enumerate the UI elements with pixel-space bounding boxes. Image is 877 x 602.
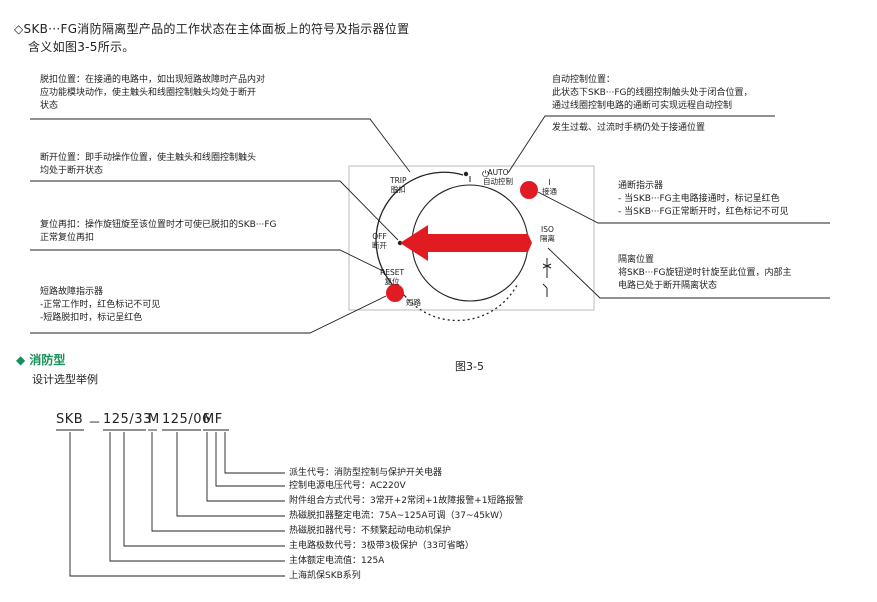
leader-short: [30, 295, 387, 334]
code-brackets: [69, 432, 285, 577]
model-code-part-release: M: [148, 412, 160, 427]
header-line-2: 含义如图3-5所示。: [28, 40, 135, 54]
label-off-en: OFF: [372, 232, 387, 241]
model-code-part-current: 125/06: [162, 412, 211, 427]
short-circuit-indicator: [386, 284, 404, 302]
header-line-1: ◇SKB···FG消防隔离型产品的工作状态在主体面板上的符号及指示器位置: [14, 22, 410, 36]
legend-item: 主体额定电流值：125A: [289, 556, 385, 566]
note-iso-line: 将SKB···FG旋钮逆时针旋至此位置，内部主: [618, 268, 792, 278]
figure-caption: 图3-5: [455, 360, 484, 373]
note-trip-line: 状态: [40, 101, 59, 111]
legend-item: 派生代号：消防型控制与保护开关电器: [289, 468, 443, 478]
note-auto: 自动控制位置： 此状态下SKB···FG的线圈控制触头处于闭合位置， 通过线圈控…: [552, 74, 753, 113]
leader-iso: [547, 247, 830, 299]
note-iso-line: 电路已处于断开隔离状态: [618, 281, 718, 291]
legend-item: 附件组合方式代号：3常开+2常闭+1故障报警+1短路报警: [289, 496, 524, 506]
label-reset: RESET 复位: [380, 268, 404, 286]
note-short-line: 短路故障指示器: [40, 287, 104, 297]
note-short-line: -正常工作时，红色标记不可见: [40, 300, 161, 310]
label-off: OFF 断开: [372, 232, 387, 250]
note-auto-line: 通过线圈控制电路的通断可实现远程自动控制: [552, 101, 733, 111]
note-trip: 脱扣位置：在接通的电路中，如出现短路故障时产品内对 应功能模块动作，使主触头和线…: [40, 74, 265, 113]
leader-auto: [507, 115, 775, 174]
leader-off: [30, 180, 399, 241]
dial-outer-arc: [375, 171, 464, 297]
note-off-line: 断开位置：即手动操作位置，使主触头和线圈控制触头: [40, 153, 257, 163]
leader-trip: [30, 118, 411, 173]
note-auto-line: 此状态下SKB···FG的线圈控制触头处于闭合位置，: [552, 88, 753, 98]
note-off: 断开位置：即手动操作位置，使主触头和线圈控制触头 均处于断开状态: [40, 152, 256, 178]
note-isolation: 隔离位置 将SKB···FG旋钮逆时针旋至此位置，内部主 电路已处于断开隔离状态: [618, 254, 792, 293]
note-iso-line: 隔离位置: [618, 255, 655, 265]
model-code-part-dash: －: [88, 416, 102, 431]
legend-item: 主电路极数代号：3极带3极保护（33可省略）: [289, 541, 474, 551]
note-overload: 发生过载、过流时手柄仍处于接通位置: [552, 123, 706, 133]
note-on-line: - 当SKB···FG正常断开时，红色标记不可见: [618, 207, 789, 217]
note-short-indicator: 短路故障指示器 -正常工作时，红色标记不可见 -短路脱扣时，标记呈红色: [40, 286, 160, 325]
label-reset-cn: 复位: [384, 277, 400, 286]
label-on-en: I: [548, 178, 551, 187]
note-on-line: - 当SKB···FG主电路接通时，标记呈红色: [618, 194, 780, 204]
leader-reset: [30, 249, 386, 273]
label-on-cn: 接通: [542, 187, 557, 196]
power-icon: ⏻: [482, 170, 490, 180]
label-off-cn: 断开: [372, 241, 387, 250]
trip-dot: [463, 171, 469, 177]
note-reset-line: 正常复位再扣: [40, 233, 95, 243]
note-on-indicator: 通断指示器 - 当SKB···FG主电路接通时，标记呈红色 - 当SKB···F…: [618, 180, 789, 219]
note-reset: 复位再扣：操作旋钮旋至该位置时才可使已脱扣的SKB···FG 正常复位再扣: [40, 219, 277, 245]
panel-frame: [348, 165, 595, 311]
legend-item: 控制电源电压代号：AC220V: [289, 481, 406, 491]
label-auto-en: AUTO: [487, 168, 509, 177]
note-reset-line: 复位再扣：操作旋钮旋至该位置时才可使已脱扣的SKB···FG: [40, 220, 277, 230]
label-auto-cn: 自动控制: [483, 177, 513, 186]
model-code-part-derivative: MF: [203, 412, 223, 427]
legend-item: 热磁脱扣器整定电流：75A~125A可调（37~45kW）: [289, 511, 509, 521]
legend-item: 上海凯保SKB系列: [289, 571, 361, 581]
note-on-line: 通断指示器: [618, 181, 664, 191]
label-iso-en: ISO: [541, 225, 554, 234]
note-trip-line: 脱扣位置：在接通的电路中，如出现短路故障时产品内对: [40, 75, 266, 85]
label-trip: TRIP 脱扣: [390, 176, 407, 194]
model-code-part-series: SKB: [56, 412, 84, 427]
note-off-line: 均处于断开状态: [40, 166, 104, 176]
label-auto: AUTO 自动控制: [483, 168, 513, 186]
iso-switch: [542, 283, 548, 289]
label-iso: ISO 隔离: [540, 225, 555, 243]
section-subtitle: 设计选型举例: [32, 373, 98, 386]
note-trip-line: 应功能模块动作，使主触头和线圈控制触头均处于断开: [40, 88, 257, 98]
iso-symbol-cross: [542, 263, 552, 269]
note-auto-line: 自动控制位置：: [552, 75, 616, 85]
on-indicator: [520, 181, 538, 199]
legend-item: 热磁脱扣器代号：不频繁起动电动机保护: [289, 526, 452, 536]
label-iso-cn: 隔离: [540, 234, 555, 243]
label-short: 短路: [406, 298, 421, 307]
knob-pointer-arrow: [400, 225, 532, 261]
label-reset-en: RESET: [380, 268, 405, 277]
label-on: I 接通: [542, 178, 557, 196]
dial-dotted-arc: [404, 284, 518, 322]
leader-on-indicator: [537, 191, 830, 224]
label-trip-cn: 脱扣: [390, 185, 406, 194]
model-code-part-poles: 125/33: [103, 412, 152, 427]
note-short-line: -短路脱扣时，标记呈红色: [40, 313, 143, 323]
label-trip-en: TRIP: [390, 176, 407, 185]
section-title: ◆ 消防型: [16, 353, 66, 367]
